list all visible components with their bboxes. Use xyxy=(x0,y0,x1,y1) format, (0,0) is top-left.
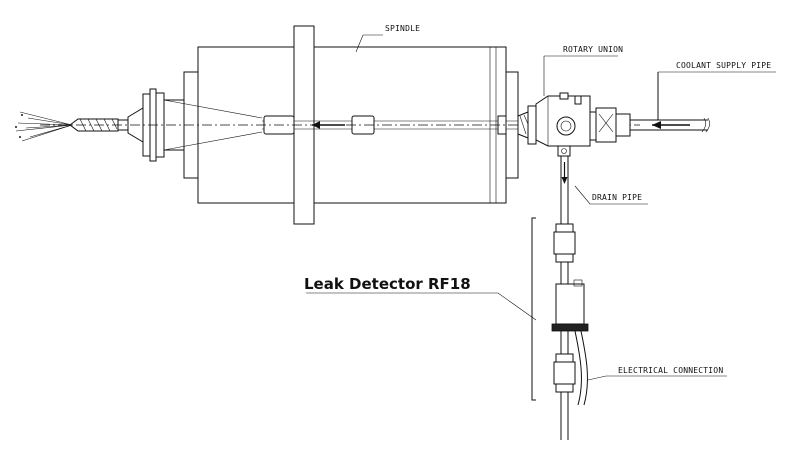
detector-bracket xyxy=(531,217,536,401)
coolant-supply-pipe xyxy=(630,72,710,133)
leak-detector-unit xyxy=(551,279,589,332)
label-coolant-supply-pipe: COOLANT SUPPLY PIPE xyxy=(676,61,771,70)
label-spindle: SPINDLE xyxy=(385,24,420,33)
label-rotary-union: ROTARY UNION xyxy=(563,45,623,54)
label-leak-detector: Leak Detector RF18 xyxy=(304,275,471,293)
label-electrical-connection: ELECTRICAL CONNECTION xyxy=(618,366,723,375)
leader-lines xyxy=(306,34,776,381)
coolant-spray xyxy=(14,111,73,142)
electrical-cable xyxy=(574,330,588,406)
rotary-union xyxy=(517,92,631,157)
label-drain-pipe: DRAIN PIPE xyxy=(592,193,642,202)
flow-arrow-spindle xyxy=(312,121,345,129)
